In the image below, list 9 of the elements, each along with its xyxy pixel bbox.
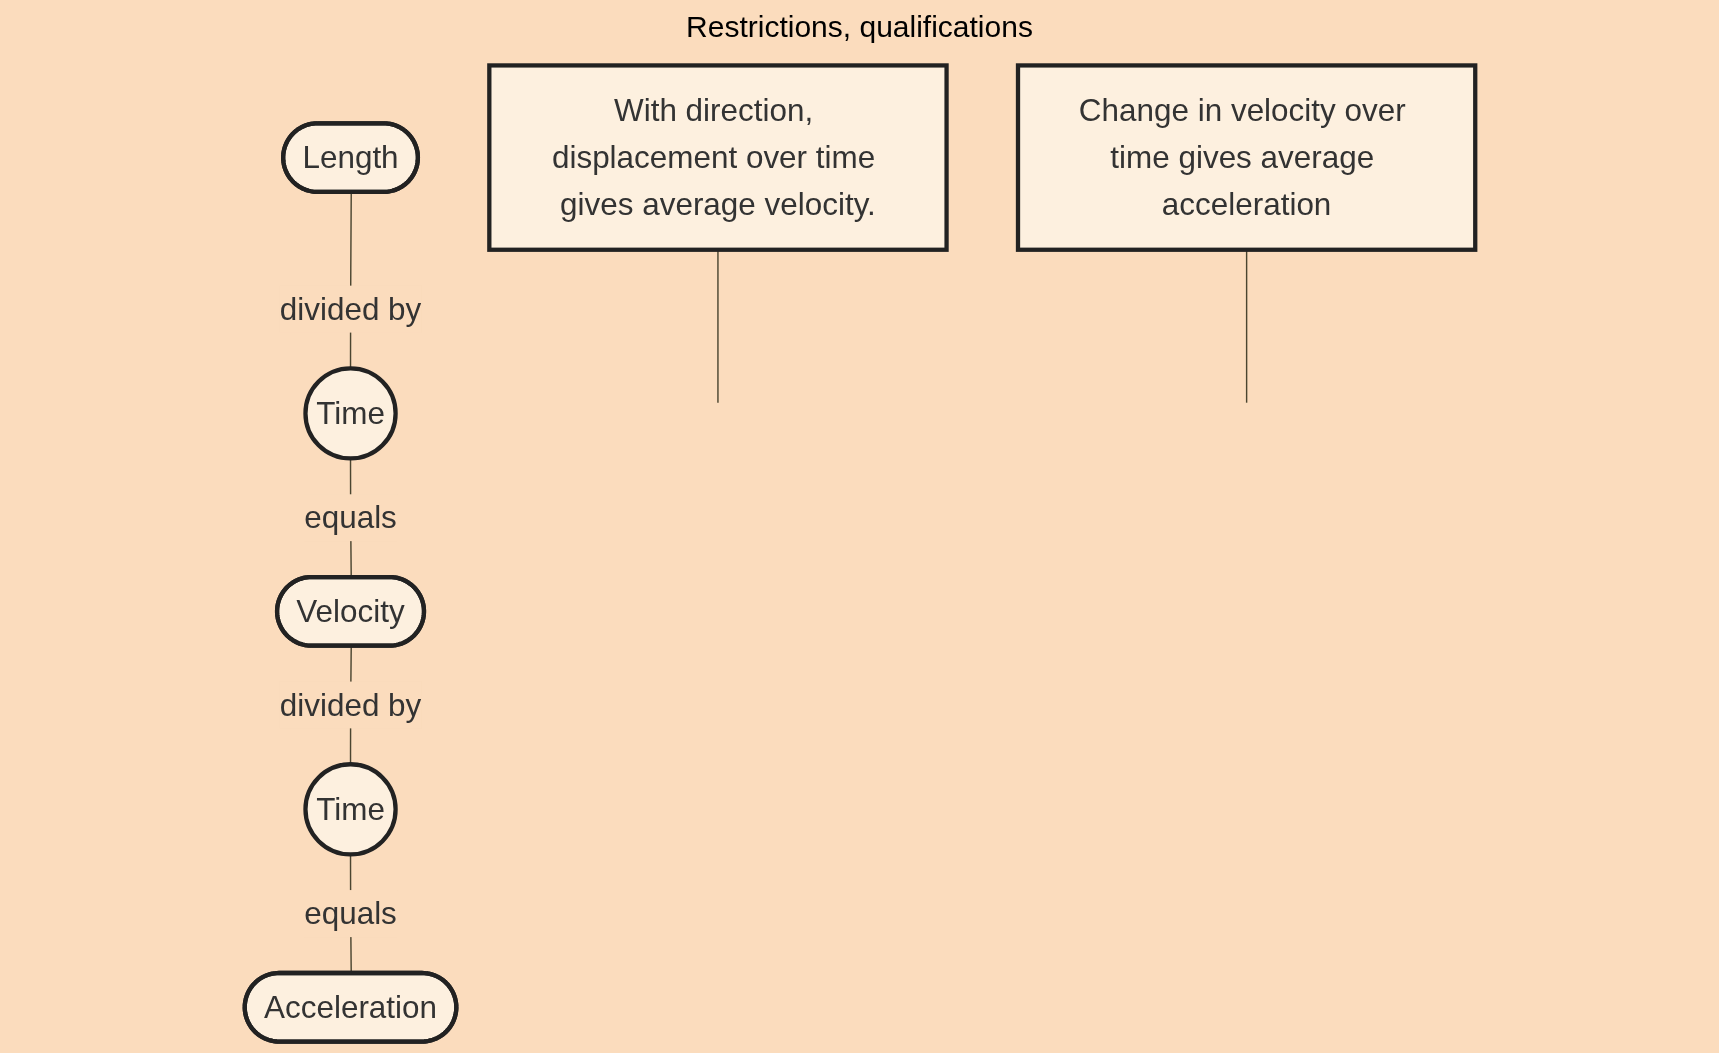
node-circle: Time: [302, 366, 398, 461]
edge-label: divided by: [279, 687, 421, 723]
node-circle: Time: [302, 762, 398, 857]
node-box: Change in velocity over time gives average acceleration: [1015, 63, 1477, 252]
edge-label: equals: [303, 499, 397, 536]
edge-label: equals: [303, 895, 397, 932]
edge-label: divided by: [279, 291, 421, 327]
heading-label: Restrictions, qualifications: [686, 10, 1033, 43]
node-box: With direction, displacement over time gives average velocity.: [486, 63, 949, 252]
